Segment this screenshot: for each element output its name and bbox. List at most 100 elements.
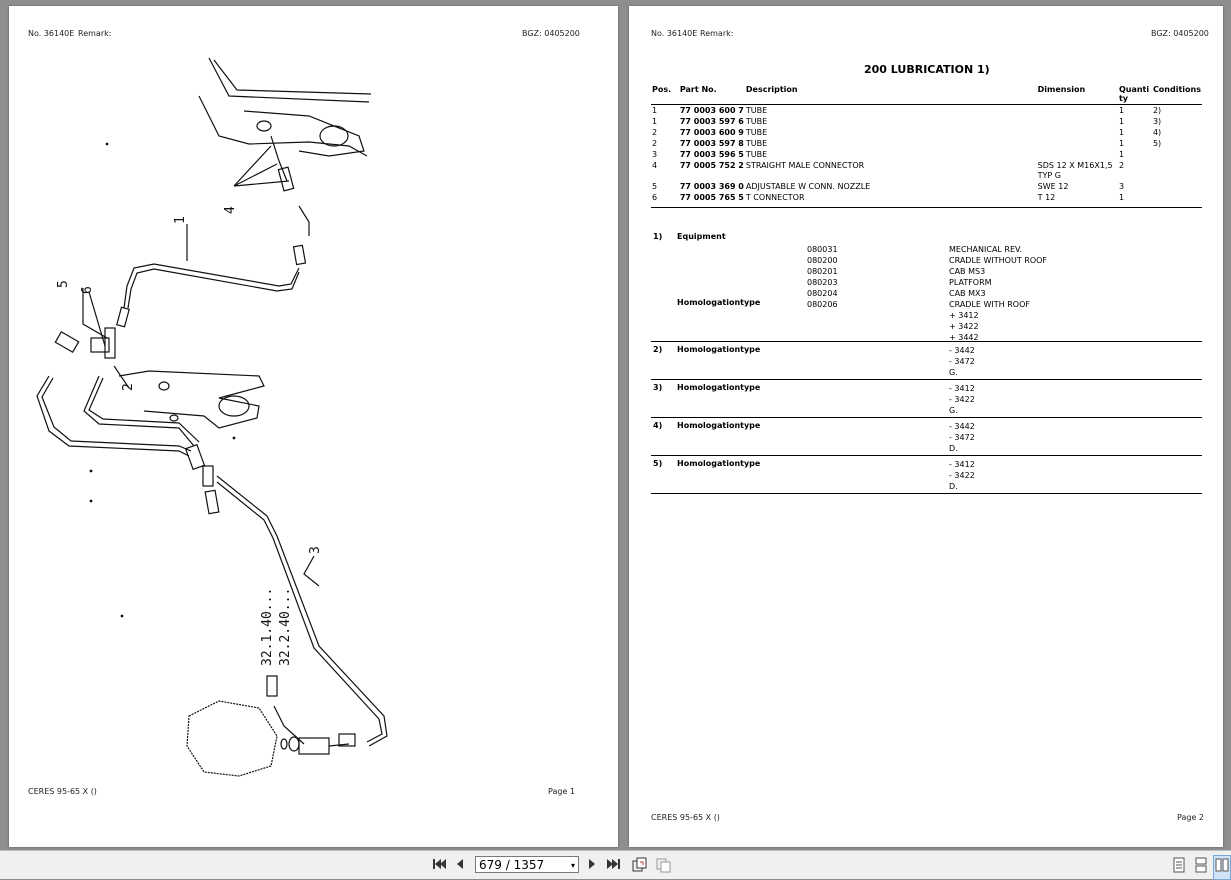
value: - 3412 bbox=[949, 460, 975, 469]
table-cell-part: 77 0003 597 6 bbox=[679, 117, 744, 126]
table-cell-pos: 4 bbox=[652, 161, 658, 170]
value: + 3412 bbox=[949, 311, 979, 320]
value: - 3472 bbox=[949, 357, 975, 366]
ref-32-1-40: 32.1.40... bbox=[260, 588, 275, 666]
note-label: Equipment bbox=[677, 232, 726, 241]
table-cell-dim bbox=[1037, 149, 1118, 160]
footer-page-number: Page 1 bbox=[548, 787, 575, 796]
table-cell-qty: 2 bbox=[1118, 161, 1125, 170]
equipment-codes: 080031 080200 080201 080203 080204 08020… bbox=[807, 244, 838, 310]
chevron-down-icon[interactable]: ▾ bbox=[570, 861, 575, 870]
table-cell-part: 77 0003 597 8 bbox=[679, 139, 744, 148]
table-cell-dim: SDS 12 X M16X1,5 TYP G bbox=[1037, 161, 1113, 180]
table-cell-pos: 6 bbox=[651, 192, 679, 208]
table-cell-qty: 1 bbox=[1118, 128, 1125, 137]
table-cell-qty: 1 bbox=[1118, 139, 1125, 148]
note-number: 1) bbox=[653, 232, 663, 241]
table-cell-desc: TUBE bbox=[745, 117, 768, 126]
copy-page-icon[interactable] bbox=[655, 857, 671, 878]
value: CAB MX3 bbox=[949, 289, 986, 298]
table-cell-qty: 1 bbox=[1118, 150, 1125, 159]
table-cell-cond: 5) bbox=[1152, 139, 1162, 148]
table-cell-cond: 2) bbox=[1152, 106, 1162, 115]
next-page-icon[interactable] bbox=[587, 857, 597, 876]
note-label: Homologationtype bbox=[677, 298, 761, 307]
page-number-input[interactable]: 679 / 1357 ▾ bbox=[475, 856, 579, 873]
value: + 3442 bbox=[949, 333, 979, 342]
single-page-view-icon[interactable] bbox=[1172, 857, 1186, 878]
table-cell-pos: 1 bbox=[652, 117, 658, 126]
ref-32-2-40: 32.2.40... bbox=[278, 588, 293, 666]
previous-page-icon[interactable] bbox=[455, 857, 465, 876]
remark-label: Remark: bbox=[700, 29, 734, 38]
table-cell-qty: 1 bbox=[1118, 106, 1125, 115]
last-page-icon[interactable] bbox=[607, 857, 622, 876]
table-cell-pos: 5 bbox=[652, 182, 658, 191]
callout-4: 4 bbox=[223, 206, 238, 214]
table-cell-qty: 3 bbox=[1118, 182, 1125, 191]
doc-number: No. 36140E bbox=[28, 29, 75, 38]
table-cell-cond bbox=[1152, 160, 1202, 181]
value: MECHANICAL REV. bbox=[949, 245, 1023, 254]
note-number: 3) bbox=[653, 383, 663, 392]
table-cell-pos: 3 bbox=[652, 150, 658, 159]
col-quantity: Quanti ty bbox=[1117, 85, 1152, 105]
callout-1: 1 bbox=[173, 216, 188, 224]
table-cell-part: 77 0003 596 5 bbox=[679, 150, 744, 159]
code: 080206 bbox=[807, 300, 838, 309]
table-cell-qty: 1 bbox=[1118, 117, 1125, 126]
table-cell-cond bbox=[1152, 149, 1202, 160]
value: CRADLE WITH ROOF bbox=[949, 300, 1030, 309]
callout-2: 2 bbox=[121, 383, 136, 391]
value: - 3412 bbox=[949, 384, 975, 393]
table-cell-desc: TUBE bbox=[745, 139, 768, 148]
bgz-number: BGZ: 0405200 bbox=[522, 29, 580, 38]
table-cell-desc: STRAIGHT MALE CONNECTOR bbox=[745, 161, 865, 170]
first-page-icon[interactable] bbox=[432, 857, 446, 876]
note-label: Homologationtype bbox=[677, 421, 761, 430]
callout-3: 3 bbox=[308, 546, 323, 554]
note-3: 3) Homologationtype - 3412 - 3422 G. bbox=[651, 380, 1202, 418]
table-cell-part: 77 0003 600 9 bbox=[679, 128, 744, 137]
value: - 3422 bbox=[949, 395, 975, 404]
col-pos: Pos. bbox=[651, 85, 679, 105]
table-cell-cond bbox=[1151, 192, 1202, 208]
code: 080201 bbox=[807, 267, 838, 276]
two-page-view-icon[interactable] bbox=[1213, 855, 1231, 880]
continuous-view-icon[interactable] bbox=[1194, 857, 1208, 878]
value: CAB MS3 bbox=[949, 267, 986, 276]
table-cell-pos: 2 bbox=[652, 128, 658, 137]
table-cell-dim bbox=[1037, 116, 1118, 127]
value: - 3472 bbox=[949, 433, 975, 442]
table-cell-desc: TUBE bbox=[745, 128, 768, 137]
table-cell-dim: T 12 bbox=[1036, 192, 1118, 208]
table-cell-dim bbox=[1037, 105, 1118, 117]
note-1: 1) Equipment Homologationtype 080031 080… bbox=[651, 229, 1202, 342]
callout-5: 5 bbox=[56, 280, 71, 288]
value: G. bbox=[949, 406, 958, 415]
value: D. bbox=[949, 482, 958, 491]
table-cell-dim: SWE 12 bbox=[1037, 182, 1069, 191]
footer-page-number: Page 2 bbox=[1177, 813, 1204, 822]
bgz-number: BGZ: 0405200 bbox=[1151, 29, 1209, 38]
table-cell-dim bbox=[1037, 138, 1118, 149]
section-title: 200 LUBRICATION 1) bbox=[864, 63, 990, 76]
document-viewport[interactable]: No. 36140E Remark: BGZ: 0405200 bbox=[0, 0, 1231, 850]
note-2: 2) Homologationtype - 3442 - 3472 G. bbox=[651, 342, 1202, 380]
page-2: No. 36140E Remark: BGZ: 0405200 200 LUBR… bbox=[629, 6, 1223, 847]
viewer-toolbar: 679 / 1357 ▾ bbox=[0, 850, 1231, 880]
col-description: Description bbox=[744, 85, 1037, 105]
table-cell-dim bbox=[1037, 127, 1118, 138]
footnotes: 1) Equipment Homologationtype 080031 080… bbox=[651, 229, 1202, 494]
table-cell-desc: T CONNECTOR bbox=[744, 192, 1037, 208]
table-cell-qty: 1 bbox=[1117, 192, 1152, 208]
rotate-view-icon[interactable] bbox=[631, 857, 647, 878]
table-cell-part: 77 0005 752 2 bbox=[679, 161, 744, 170]
value: G. bbox=[949, 368, 958, 377]
